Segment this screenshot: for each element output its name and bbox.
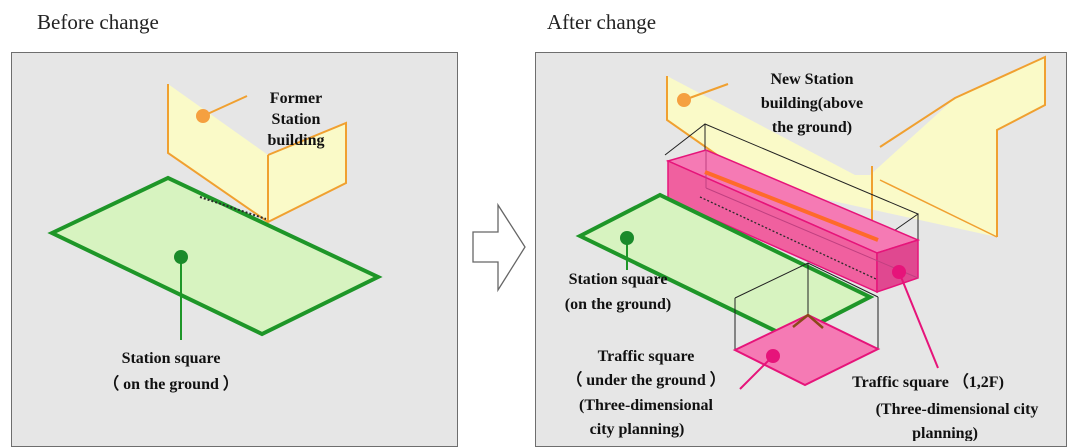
right-arrow-icon xyxy=(472,202,526,293)
before-station-square xyxy=(47,175,383,337)
svg-text:(on the ground): (on the ground) xyxy=(565,296,671,313)
underground-wireframe xyxy=(734,262,879,350)
svg-text:Station square: Station square xyxy=(569,271,668,288)
svg-text:planning): planning) xyxy=(912,425,978,441)
svg-text:Station: Station xyxy=(272,111,321,128)
svg-text:Traffic square （1,2F): Traffic square （1,2F) xyxy=(852,373,1004,391)
traffic-square-underground-label: Traffic square （ under the ground ） (Thr… xyxy=(566,348,725,438)
after-square-marker xyxy=(620,231,634,245)
after-station-square xyxy=(575,192,875,341)
traffic-square-underground xyxy=(732,313,881,387)
underground-traffic-marker xyxy=(766,349,780,363)
traffic-square-12f-label: Traffic square （1,2F) (Three-dimensional… xyxy=(852,373,1038,441)
after-change-heading: After change xyxy=(547,10,657,34)
svg-text:New Station: New Station xyxy=(770,71,853,88)
svg-text:（ on the ground ）: （ on the ground ） xyxy=(103,375,239,393)
svg-text:building: building xyxy=(268,132,325,149)
new-station-building-label: New Station building(above the ground) xyxy=(761,71,863,136)
svg-text:the ground): the ground) xyxy=(772,119,852,136)
svg-text:Station square: Station square xyxy=(122,350,221,367)
svg-text:city planning): city planning) xyxy=(590,421,685,438)
svg-text:Former: Former xyxy=(270,90,322,107)
new-building-marker xyxy=(677,93,691,107)
before-square-marker xyxy=(174,250,188,264)
former-station-building-label: Former Station building xyxy=(268,90,325,149)
before-change-heading: Before change xyxy=(37,10,159,34)
svg-text:building(above: building(above xyxy=(761,95,863,112)
svg-text:(Three-dimensional city: (Three-dimensional city xyxy=(876,401,1039,418)
traffic-square-12f-box xyxy=(665,149,921,294)
former-station-building xyxy=(167,84,347,224)
traffic-12f-marker xyxy=(892,265,906,279)
after-station-square-label: Station square (on the ground) xyxy=(565,271,671,313)
svg-text:Traffic square: Traffic square xyxy=(598,348,695,365)
former-building-marker xyxy=(196,109,210,123)
before-station-square-label: Station square （ on the ground ） xyxy=(103,350,239,393)
svg-text:（ under the ground ）: （ under the ground ） xyxy=(566,371,725,389)
svg-text:(Three-dimensional: (Three-dimensional xyxy=(579,397,713,414)
